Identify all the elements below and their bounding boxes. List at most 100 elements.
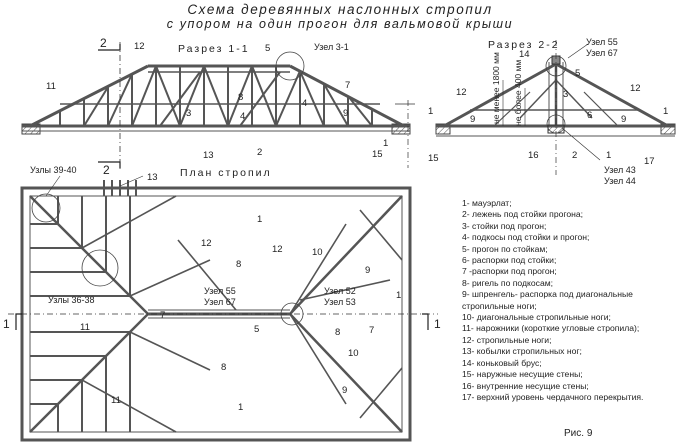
diagram-title: Схема деревянных наслонных стропил — [187, 2, 493, 17]
rafter-left — [29, 64, 149, 128]
callout-12-s1: 12 — [134, 41, 145, 52]
legend-item: стропильные ноги; — [462, 300, 537, 311]
callout-7-plan: 7 — [160, 310, 165, 321]
callout-13-s1: 13 — [203, 150, 214, 161]
callout-1c-s2: 1 — [606, 150, 611, 161]
legend-item: 8- ригель по подкосам; — [462, 277, 554, 288]
legend-item: 4- подкосы под стойки и прогон; — [462, 232, 590, 243]
cut-marker-1-left — [15, 313, 22, 330]
node-label-3-1: Узел 3-1 — [314, 42, 349, 52]
plan-label: План стропил — [180, 167, 272, 179]
callout-2-s1: 2 — [257, 147, 262, 158]
cut-marker-top — [98, 44, 121, 51]
wall-right-2 — [660, 123, 676, 135]
node-label-53: Узел 53 — [324, 297, 356, 307]
legend-item: 5- прогон по стойкам; — [462, 243, 548, 254]
callout-5-s2: 5 — [575, 68, 580, 79]
callout-5-plan: 5 — [254, 324, 259, 335]
callout-9-plan: 9 — [365, 265, 370, 276]
callout-15-s2: 15 — [428, 153, 439, 164]
node-labels: Узел 3-1 Узел 55 Узел 67 Узел 43 Узел 44… — [30, 37, 636, 307]
callout-4b-s1: 4 — [302, 98, 307, 109]
figure-caption: Рис. 9 — [564, 428, 593, 439]
brace-left-2 — [519, 79, 557, 119]
cut-mark-1-left: 1 — [3, 317, 10, 331]
callout-4-s1: 4 — [240, 111, 245, 122]
callout-8-plan: 8 — [236, 259, 241, 270]
callout-2-s2: 2 — [572, 150, 577, 161]
callout-1-plan-bottom: 1 — [238, 402, 243, 413]
callout-1-s1: 1 — [383, 138, 388, 149]
node-label-67-top: Узел 67 — [586, 48, 618, 58]
callout-3-s2: 3 — [563, 89, 568, 100]
legend-item: 2- лежень под стойки прогона; — [462, 209, 584, 220]
plan-drawing — [8, 175, 438, 442]
section-labels: Разрез 1-1 Разрез 2-2 План стропил 2 2 1… — [3, 36, 560, 331]
callout-9b-s2: 9 — [621, 114, 626, 125]
callout-1a-s2: 1 — [428, 106, 433, 117]
callout-9b-plan: 9 — [342, 385, 347, 396]
legend-item: 11- нарожники (короткие угловые стропила… — [462, 323, 640, 334]
dim-max-400: не более 400 мм — [513, 60, 523, 126]
callout-7b-plan: 7 — [369, 325, 374, 336]
legend-item: 7 -распорки под прогон; — [462, 266, 557, 277]
legend-item: 16- внутренние несущие стены; — [462, 380, 589, 391]
hip-rafters — [29, 195, 403, 433]
callout-10b-plan: 10 — [348, 348, 359, 359]
plan-struts — [81, 195, 403, 433]
node-label-55-top: Узел 55 — [586, 37, 618, 47]
node-circle-36-38 — [81, 249, 119, 287]
callout-3-s1: 3 — [186, 108, 191, 119]
callout-6-s2: 6 — [587, 110, 592, 121]
node-label-67-plan: Узел 67 — [204, 297, 236, 307]
cut-mark-1-right: 1 — [434, 317, 441, 331]
cut-mark-2-top: 2 — [100, 36, 107, 50]
brace-aux-right — [583, 91, 619, 127]
callout-9-s1: 9 — [343, 108, 348, 119]
node-label-55-plan: Узел 55 — [204, 286, 236, 296]
legend-item: 17- верхний уровень чердачного перекрыти… — [462, 391, 644, 402]
legend-list: 1- мауэрлат; 2- лежень под стойки прогон… — [462, 198, 680, 403]
rafter-left-2 — [443, 62, 557, 128]
node-label-36-38: Узлы 36-38 — [48, 295, 94, 305]
callout-10-plan: 10 — [312, 247, 323, 258]
section-1-1-label: Разрез 1-1 — [178, 43, 250, 55]
number-callouts: 12 5 11 7 8 3 4 4 9 13 2 15 1 14 5 12 12… — [46, 41, 668, 413]
callout-14-s2: 14 — [519, 49, 530, 60]
callout-8c-plan: 8 — [221, 362, 226, 373]
rafter-right-2 — [555, 62, 669, 128]
callout-17-s2: 17 — [644, 156, 655, 167]
section-2-2-label: Разрез 2-2 — [488, 39, 560, 51]
callout-7-s1: 7 — [345, 80, 350, 91]
node-label-39-40: Узлы 39-40 — [30, 165, 76, 175]
callout-11-s1: 11 — [46, 81, 56, 92]
legend-item: 9- шпренгель- распорка под диагональные — [462, 289, 633, 300]
callout-11-plan: 11 — [80, 322, 90, 333]
callout-9a-s2: 9 — [470, 114, 475, 125]
callout-13-plan: 13 — [147, 172, 158, 183]
callout-15-s1: 15 — [372, 149, 383, 160]
legend-item: 15- наружные несущие стены; — [462, 369, 583, 380]
jack-rafters-top-bottom — [57, 196, 131, 432]
node-label-43: Узел 43 — [604, 165, 636, 175]
callout-1-plan-right: 1 — [396, 290, 401, 301]
dim-min-1800: не менее 1800 мм — [491, 52, 501, 124]
section-2-2-drawing — [435, 40, 676, 175]
callout-8b-plan: 8 — [335, 327, 340, 338]
callout-1-plan-top: 1 — [257, 214, 262, 225]
legend-item: 12- стропильные ноги; — [462, 334, 552, 345]
callout-1b-s2: 1 — [663, 106, 668, 117]
node-circle-39-40 — [31, 193, 61, 223]
callout-16-s2: 16 — [528, 150, 539, 161]
legend-item: 3- стойки под прогон; — [462, 220, 547, 231]
callout-11b-plan: 11 — [111, 395, 121, 406]
legend-item: 1- мауэрлат; — [462, 198, 512, 208]
brace-aux-left — [493, 91, 531, 127]
jack-rafters-left — [30, 223, 130, 405]
wall-left-2 — [435, 123, 451, 135]
callout-5-s1: 5 — [265, 43, 270, 54]
callout-12-plan: 12 — [201, 238, 212, 249]
legend-item: 10- диагональные стропильные ноги; — [462, 312, 611, 323]
cut-marker-1-right — [422, 313, 429, 330]
